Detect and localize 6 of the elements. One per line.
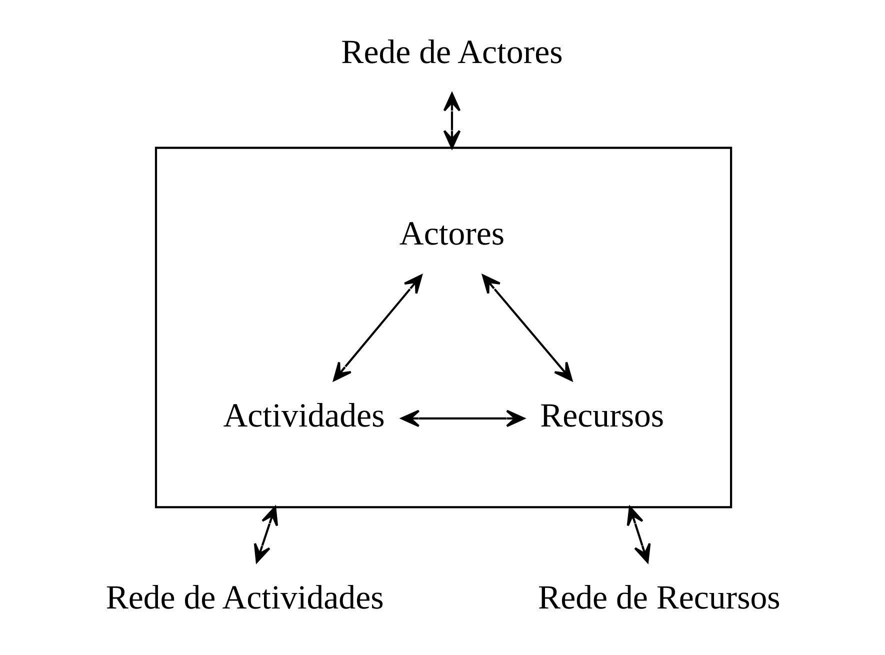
- node-text: Rede de Actores: [340, 34, 562, 71]
- node-text: Rede de Actividades: [105, 579, 384, 616]
- node-text: Recursos: [540, 397, 664, 434]
- node-text: Actores: [398, 216, 504, 253]
- node-text: Actividades: [222, 397, 384, 434]
- node-text: Rede de Recursos: [538, 579, 780, 616]
